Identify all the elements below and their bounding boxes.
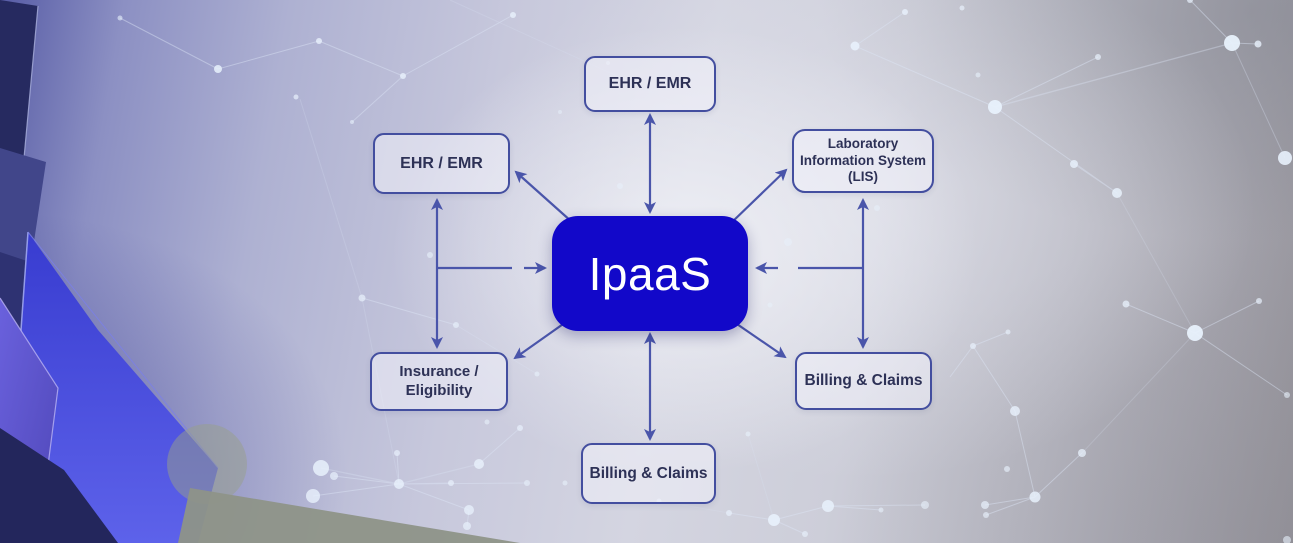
node-label: EHR / EMR [608, 75, 692, 92]
connector-center-to-insurance [513, 321, 567, 360]
center-node-label: IpaaS [588, 247, 712, 300]
node-billing-claims-bottom: Billing & Claims [581, 443, 716, 504]
node-label: Insurance / Eligibility [399, 362, 479, 399]
node-label: EHR / EMR [400, 154, 483, 172]
node-ehr-emr-left: EHR / EMR [373, 133, 510, 194]
node-label: Billing & Claims [589, 464, 708, 482]
node-label: Laboratory Information System (LIS) [799, 135, 927, 185]
node-ipaas-center: IpaaS [552, 216, 748, 331]
connector-center-to-lis [729, 168, 788, 225]
connector-center-to-ehr-left [514, 170, 573, 223]
node-billing-claims-right: Billing & Claims [795, 352, 932, 410]
connector-center-to-billing-right [733, 321, 787, 359]
node-ehr-emr-top: EHR / EMR [584, 56, 716, 112]
node-insurance-eligibility: Insurance / Eligibility [370, 352, 508, 411]
node-laboratory-information-system: Laboratory Information System (LIS) [792, 129, 934, 193]
node-label: Billing & Claims [804, 372, 923, 390]
crystal-shapes-group [0, 0, 520, 543]
